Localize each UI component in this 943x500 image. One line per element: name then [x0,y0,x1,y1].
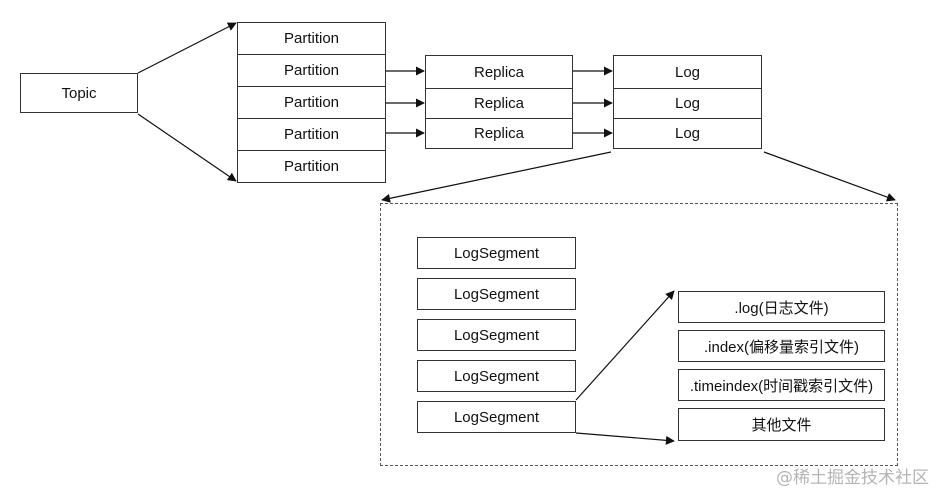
partition-box: Partition [237,22,386,55]
replica-box: Replica [425,55,573,89]
partition-box: Partition [237,150,386,183]
replica-box: Replica [425,118,573,149]
log-segment-box: LogSegment [417,319,576,351]
log-detail-container [380,203,898,466]
log-box: Log [613,118,762,149]
partition-box: Partition [237,54,386,87]
log-segment-box: LogSegment [417,360,576,392]
file-box-log: .log(日志文件) [678,291,885,323]
partition-box: Partition [237,118,386,151]
file-box-index: .index(偏移量索引文件) [678,330,885,362]
replica-box: Replica [425,88,573,119]
file-box-timeindex: .timeindex(时间戳索引文件) [678,369,885,401]
log-segment-box: LogSegment [417,401,576,433]
log-box: Log [613,88,762,119]
log-segment-box: LogSegment [417,278,576,310]
watermark-text: @稀土掘金技术社区 [776,468,929,488]
topic-box: Topic [20,73,138,113]
arrow-topic-to-partition-top [137,22,237,74]
log-box: Log [613,55,762,89]
log-segment-box: LogSegment [417,237,576,269]
file-box-other: 其他文件 [678,408,885,441]
partition-box: Partition [237,86,386,119]
arrow-log-to-detail-left [381,151,612,203]
arrow-log-to-detail-right [763,151,896,202]
arrow-segment-to-files-bottom [575,432,675,445]
arrow-topic-to-partition-bottom [137,113,237,182]
arrow-segment-to-files-top [575,290,675,401]
